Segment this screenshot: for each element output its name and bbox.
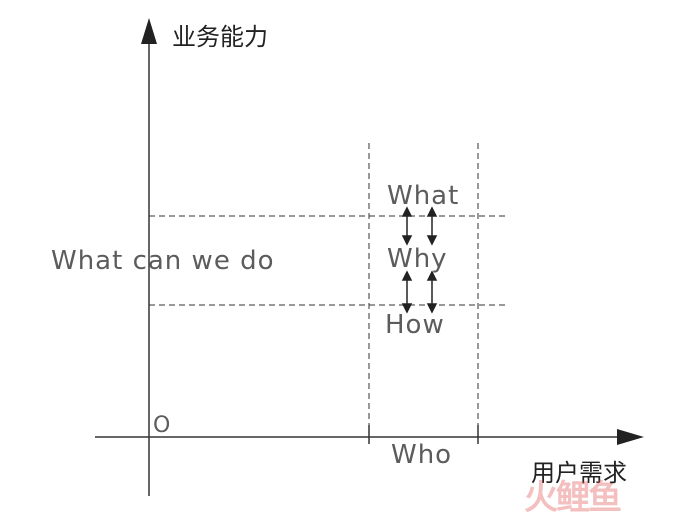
arrow-what-why-left-up — [401, 206, 413, 217]
column-label: Who — [391, 440, 453, 470]
arrow-what-why-right-up — [426, 206, 438, 217]
y-axis-arrow — [141, 18, 157, 44]
row-label: What can we do — [51, 246, 275, 276]
arrow-what-why-left-down — [401, 235, 413, 246]
watermark-logo: 火鲤鱼 — [524, 470, 622, 518]
x-axis-label: 用户需求 — [531, 459, 627, 487]
arrow-why-how-left-up — [401, 270, 413, 281]
stack-why-label: Why — [387, 244, 448, 274]
watermark-text: 火鲤鱼 — [524, 478, 622, 518]
stack-what-label: What — [387, 181, 460, 211]
arrow-what-why-right-down — [426, 235, 438, 246]
origin-label: O — [153, 413, 172, 438]
y-axis-label: 业务能力 — [172, 23, 268, 51]
stack-how-label: How — [385, 310, 445, 340]
arrow-why-how-right-down — [426, 303, 438, 314]
arrow-why-how-right-up — [426, 270, 438, 281]
arrow-why-how-left-down — [401, 303, 413, 314]
x-axis-arrow — [617, 429, 644, 445]
